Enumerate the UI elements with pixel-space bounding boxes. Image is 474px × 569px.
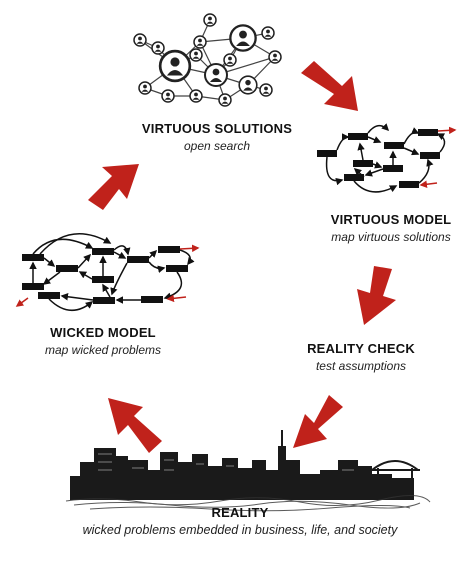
wicked-model-icon: [15, 232, 200, 311]
stage-virtuous-solutions: VIRTUOUS SOLUTIONS open search: [117, 121, 317, 153]
cycle-arrow-icon: [301, 61, 358, 111]
stage-virtuous-model: VIRTUOUS MODEL map virtuous solutions: [312, 212, 470, 244]
stage-reality: REALITY wicked problems embedded in busi…: [40, 505, 440, 537]
stage-subtitle: test assumptions: [315, 359, 407, 373]
city-skyline-icon: [65, 430, 431, 512]
stage-title: WICKED MODEL: [50, 325, 156, 340]
cycle-arrow-icon: [108, 398, 162, 453]
stage-title: VIRTUOUS SOLUTIONS: [141, 121, 293, 136]
stage-subtitle: open search: [183, 139, 251, 153]
stage-subtitle: wicked problems embedded in business, li…: [82, 523, 398, 537]
stage-title: REALITY: [211, 505, 269, 520]
people-network-icon: [133, 13, 282, 107]
cycle-arrow-icon: [293, 395, 343, 448]
cycle-arrow-icon: [357, 266, 396, 325]
stage-subtitle: map wicked problems: [44, 343, 162, 357]
cycle-arrow-icon: [88, 164, 139, 210]
stage-reality-check: REALITY CHECK test assumptions: [286, 341, 436, 373]
stage-title: VIRTUOUS MODEL: [330, 212, 452, 227]
cycle-arrows: [88, 61, 396, 453]
stage-wicked-model: WICKED MODEL map wicked problems: [8, 325, 198, 357]
stage-title: REALITY CHECK: [307, 341, 415, 356]
virtuous-model-icon: [317, 123, 457, 193]
stage-subtitle: map virtuous solutions: [331, 230, 451, 244]
